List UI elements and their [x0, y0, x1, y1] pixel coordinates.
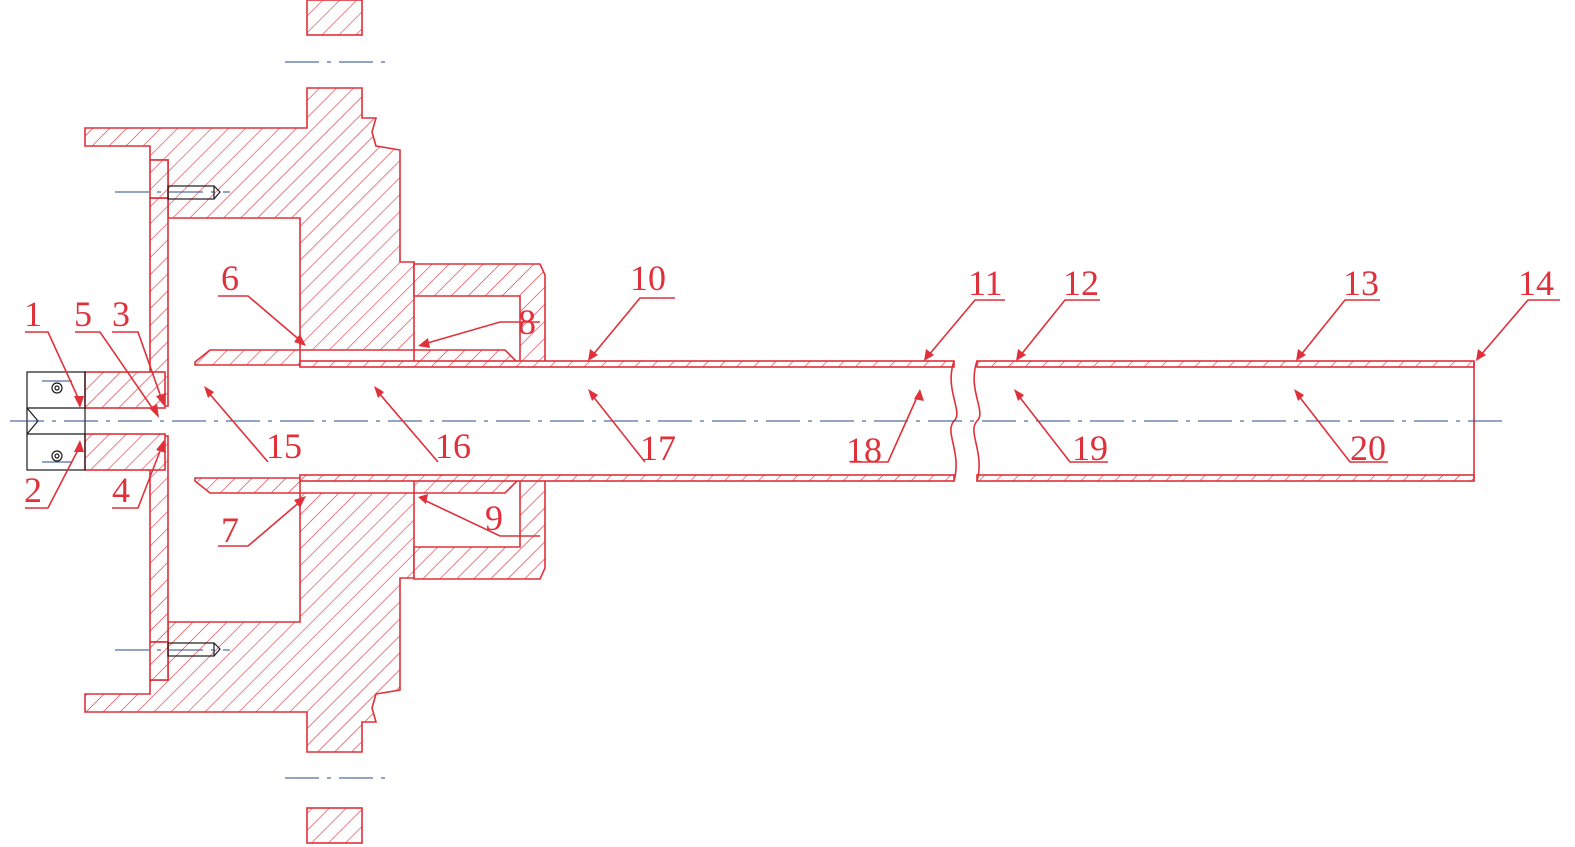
callout-2: 2: [24, 470, 42, 510]
leaders: [25, 295, 1560, 547]
tube-right-wall-bottom: [976, 474, 1475, 482]
plug-lower: [84, 433, 166, 471]
tube-break-right: [973, 360, 981, 482]
inner-sleeve: [194, 349, 301, 494]
callout-10: 10: [630, 258, 666, 298]
screw-head-bottom: [51, 450, 63, 462]
flange-body: [84, 0, 415, 844]
callout-17: 17: [640, 428, 676, 468]
plug-upper: [84, 371, 166, 409]
callout-11: 11: [968, 263, 1003, 303]
callout-13: 13: [1343, 263, 1379, 303]
callout-19: 19: [1072, 428, 1108, 468]
tube-left-wall-bottom: [299, 474, 955, 482]
center-lines: [10, 61, 1505, 779]
callout-4: 4: [112, 470, 130, 510]
callout-3: 3: [112, 294, 130, 334]
flange-ear-bottom: [306, 807, 363, 844]
callout-9: 9: [485, 498, 503, 538]
callout-labels: 1 2 3 4 5 6 7 8 9 10 11 12 13 14 15 16 1…: [24, 258, 1554, 550]
callout-18: 18: [846, 430, 882, 470]
tube-left: [299, 360, 958, 482]
callout-7: 7: [221, 510, 239, 550]
callout-5: 5: [74, 294, 92, 334]
callout-16: 16: [435, 426, 471, 466]
callout-8: 8: [518, 302, 536, 342]
flange-body-lower: [84, 492, 415, 753]
sleeve-upper: [194, 349, 301, 366]
back-plate-bottom-step: [149, 641, 169, 681]
callout-12: 12: [1063, 263, 1099, 303]
screw-head-top: [51, 382, 63, 394]
flange-ear-top: [306, 0, 363, 36]
back-plate-top-step: [149, 159, 169, 199]
callout-15: 15: [266, 426, 302, 466]
callout-1: 1: [24, 294, 42, 334]
tube-right-wall-top: [976, 360, 1475, 368]
flange-body-upper: [84, 87, 415, 351]
sleeve-lower: [194, 477, 301, 494]
tube-left-wall-top: [299, 360, 955, 368]
callout-14: 14: [1518, 263, 1554, 303]
callout-6: 6: [221, 258, 239, 298]
tube-right: [973, 360, 1475, 482]
back-plate: [149, 159, 169, 681]
callout-20: 20: [1350, 428, 1386, 468]
